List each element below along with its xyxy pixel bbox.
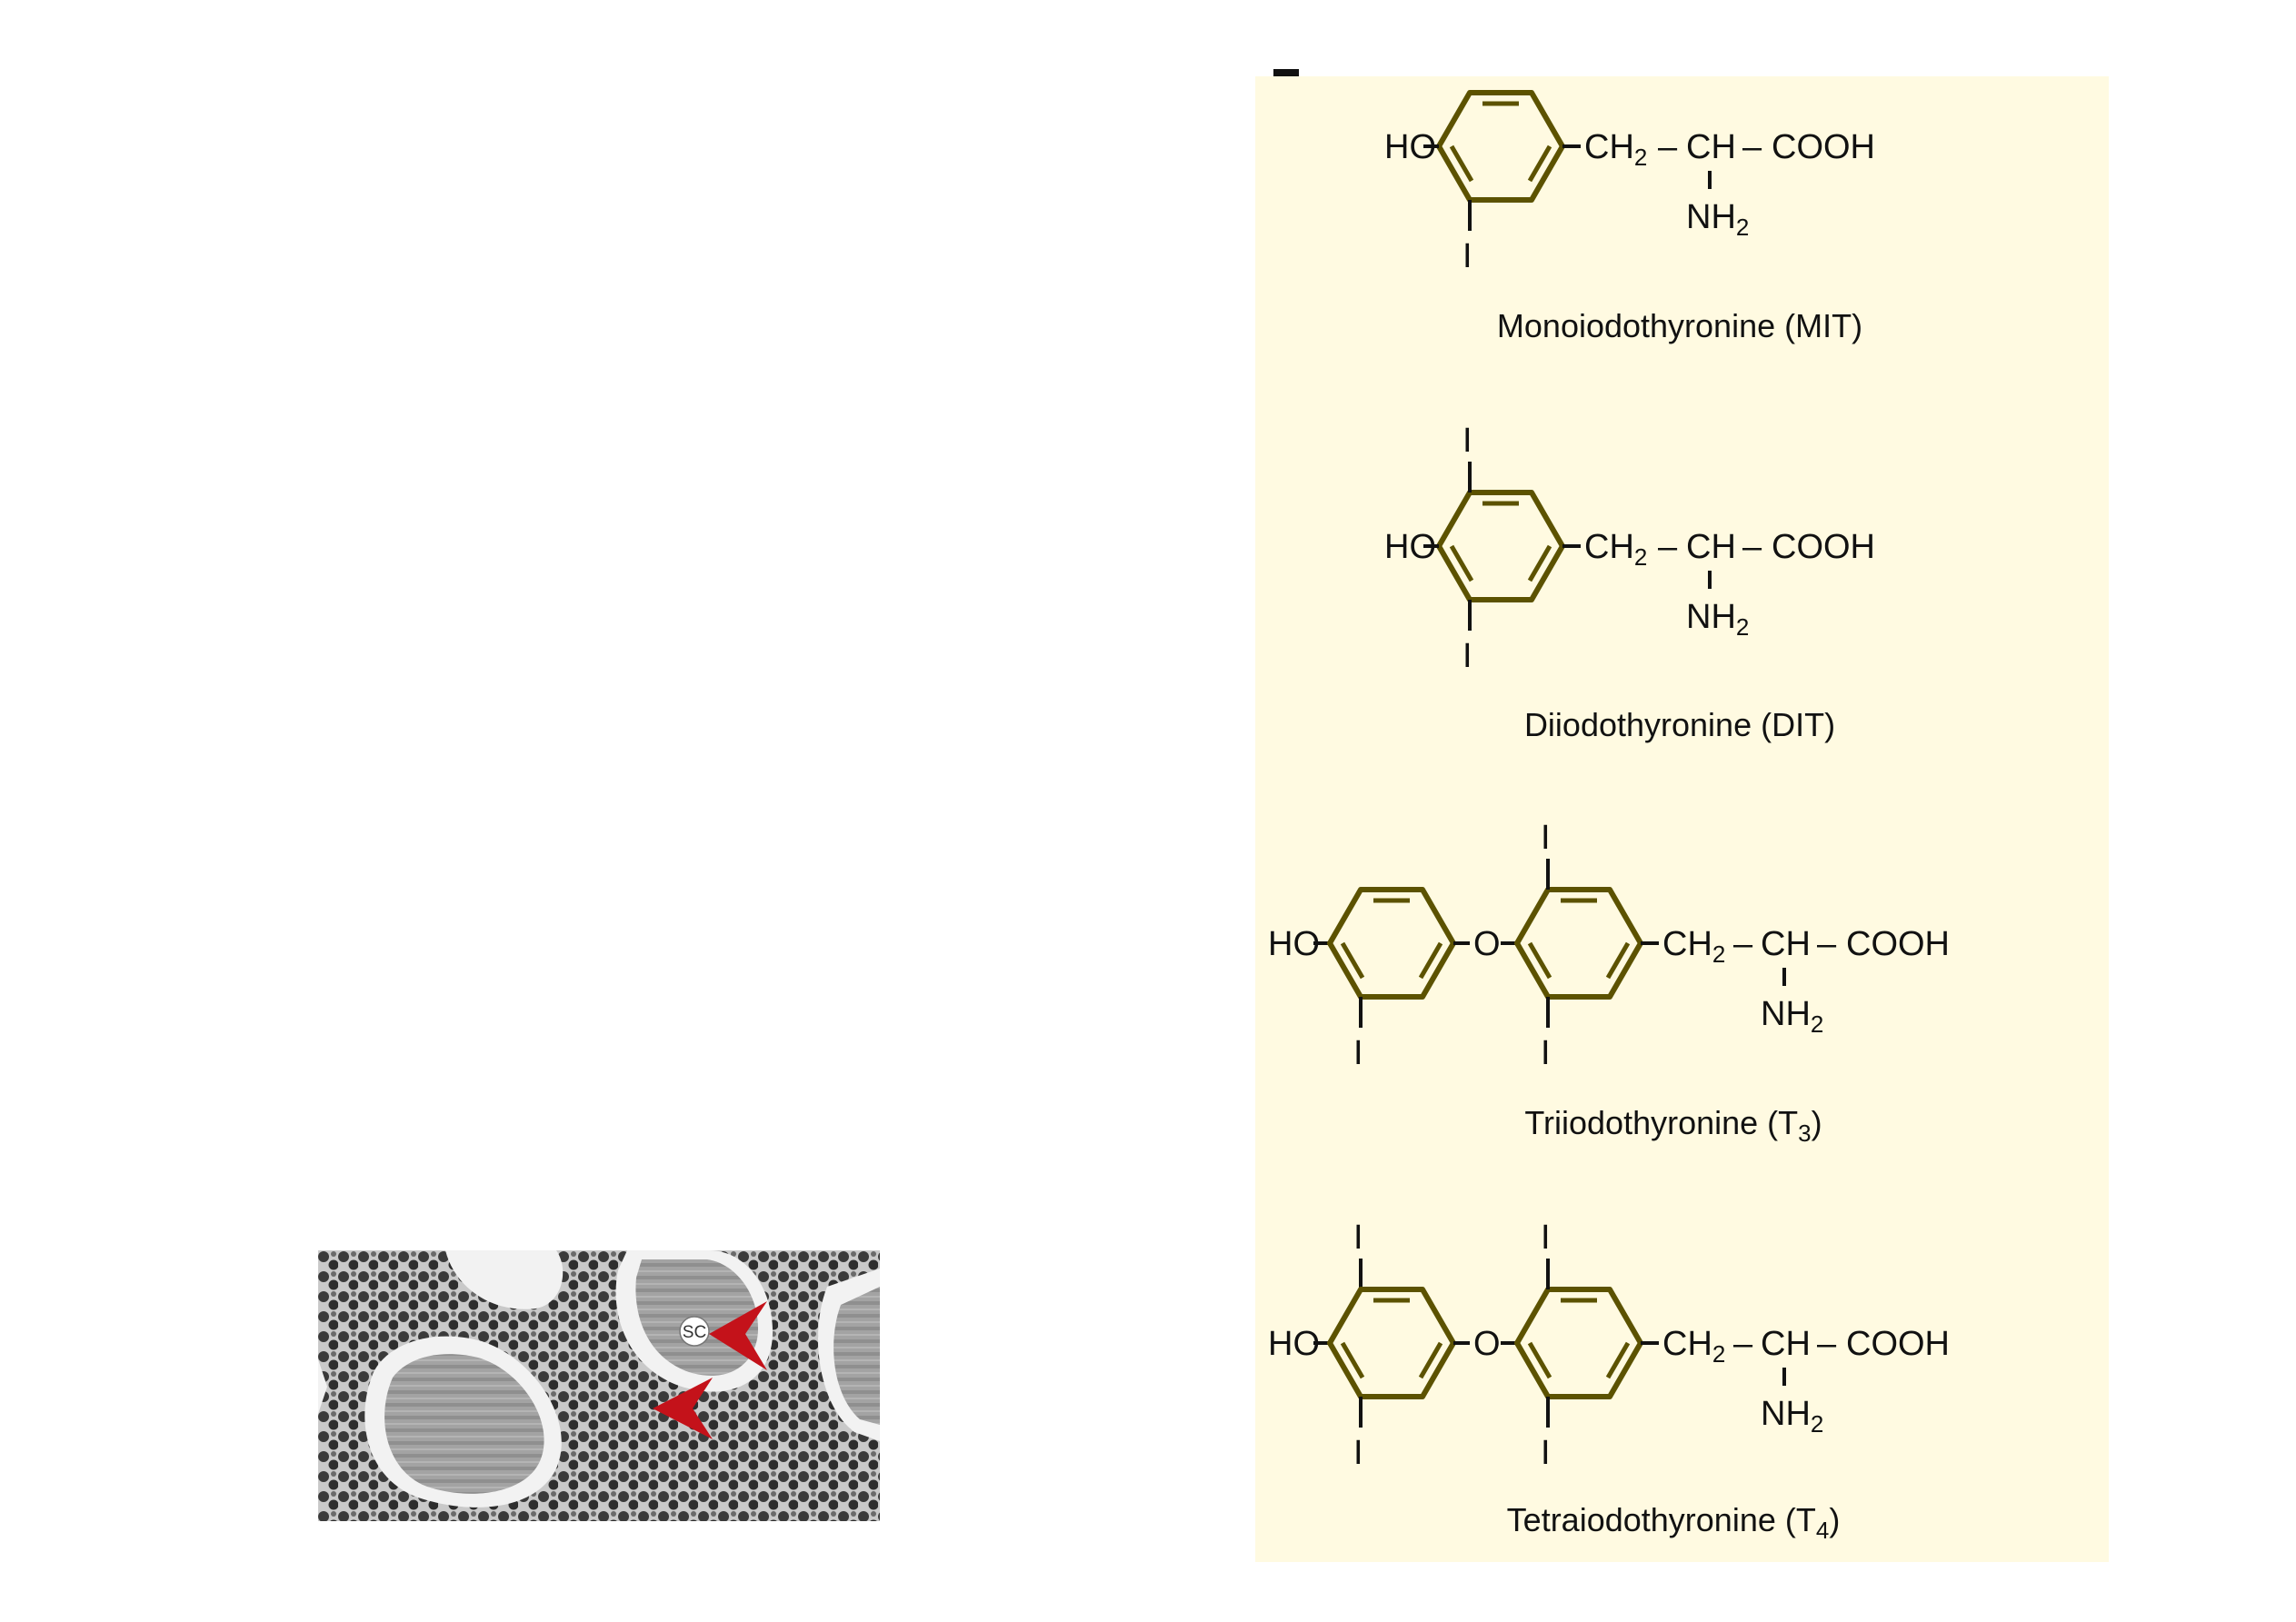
inner-benzene-ring <box>1517 1289 1641 1397</box>
iodine-label: I <box>1353 1034 1363 1072</box>
iodine-label: I <box>1353 1219 1363 1257</box>
caption-dit: Diiodothyronine (DIT) <box>1524 706 1835 743</box>
iodine-label: I <box>1541 1219 1551 1257</box>
ch-group: CH <box>1761 925 1811 963</box>
follicle-lumen <box>445 1250 564 1309</box>
structure-t3: HO I O I I CH2 – CH – COOH NH2 <box>1268 819 1950 1147</box>
structure-t4: I HO I O I I CH2 – CH – COOH <box>1268 1219 1950 1544</box>
benzene-ring <box>1439 93 1562 200</box>
ch2-group: CH2 <box>1584 128 1647 171</box>
amine-group: NH2 <box>1761 1395 1823 1438</box>
iodine-label: I <box>1462 422 1472 460</box>
structure-dit: I HO I CH2 – CH – COOH NH2 Diiodothyroni… <box>1384 422 1875 743</box>
hydroxyl-label: HO <box>1268 1325 1320 1363</box>
hydroxyl-label: HO <box>1268 925 1320 963</box>
bond-dash: – <box>1742 128 1762 166</box>
outer-benzene-ring <box>1330 890 1453 997</box>
amine-group: NH2 <box>1761 995 1823 1038</box>
colloid <box>384 1354 544 1494</box>
cooh-group: COOH <box>1772 528 1875 566</box>
bond-dash: – <box>1817 1325 1837 1363</box>
colloid <box>834 1287 880 1425</box>
chemical-structures-diagram: HO I CH2 – CH – COOH NH2 Monoiodothyroni… <box>1268 76 1950 1544</box>
amine-group: NH2 <box>1686 598 1749 641</box>
bond-dash: – <box>1733 1325 1753 1363</box>
cooh-group: COOH <box>1846 1325 1950 1363</box>
ch2-group: CH2 <box>1662 1325 1725 1368</box>
cooh-group: COOH <box>1846 925 1950 963</box>
ch2-group: CH2 <box>1584 528 1647 571</box>
arrowhead-marker <box>653 1378 713 1439</box>
caption-t3: Triiodothyronine (T3) <box>1524 1104 1822 1147</box>
iodine-label: I <box>1353 1434 1363 1472</box>
bond-dash: – <box>1817 925 1837 963</box>
benzene-ring <box>1439 493 1562 600</box>
follicle-lumen <box>318 1359 327 1414</box>
iodine-label: I <box>1462 237 1472 275</box>
ch-group: CH <box>1686 528 1736 566</box>
sc-label: SC <box>683 1323 706 1342</box>
iodine-label: I <box>1541 1034 1551 1072</box>
panel-corner-mark <box>1273 69 1299 76</box>
iodine-label: I <box>1541 1434 1551 1472</box>
structure-mit: HO I CH2 – CH – COOH NH2 Monoiodothyroni… <box>1384 93 1875 344</box>
bond-dash: – <box>1658 128 1678 166</box>
ether-oxygen: O <box>1473 925 1501 963</box>
caption-mit: Monoiodothyronine (MIT) <box>1497 307 1862 344</box>
thyroid-micrograph: SC <box>318 1250 880 1521</box>
bond-dash: – <box>1742 528 1762 566</box>
iodine-label: I <box>1462 637 1472 675</box>
thyroid-hormone-structures-panel: HO I CH2 – CH – COOH NH2 Monoiodothyroni… <box>1255 76 2109 1562</box>
ether-oxygen: O <box>1473 1325 1501 1363</box>
amine-group: NH2 <box>1686 198 1749 241</box>
inner-benzene-ring <box>1517 890 1641 997</box>
ch2-group: CH2 <box>1662 925 1725 968</box>
sc-label-badge <box>679 1316 710 1347</box>
bond-dash: – <box>1733 925 1753 963</box>
outer-benzene-ring <box>1330 1289 1453 1397</box>
arrowhead-marker <box>709 1301 767 1370</box>
iodine-label: I <box>1541 819 1551 857</box>
caption-t4: Tetraiodothyronine (T4) <box>1507 1501 1841 1544</box>
ch-group: CH <box>1686 128 1736 166</box>
ch-group: CH <box>1761 1325 1811 1363</box>
cooh-group: COOH <box>1772 128 1875 166</box>
bond-dash: – <box>1658 528 1678 566</box>
